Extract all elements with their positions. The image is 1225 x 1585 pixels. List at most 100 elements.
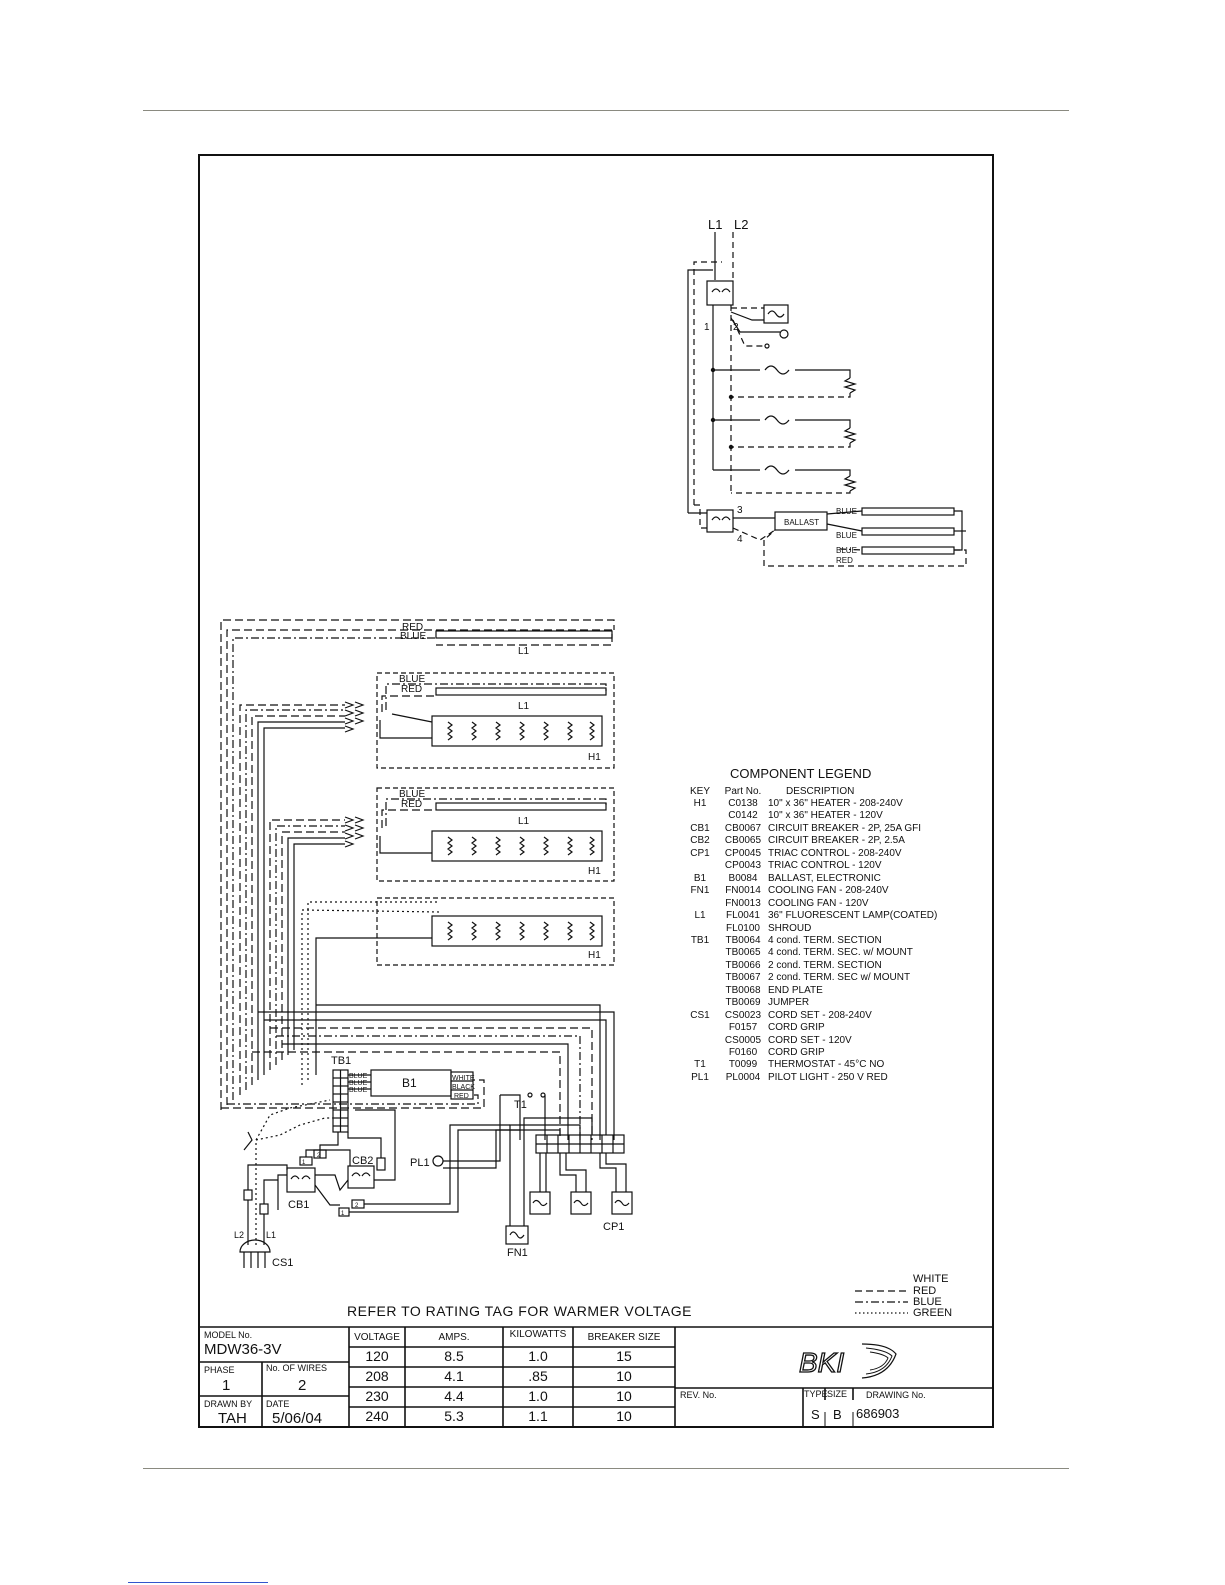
drawing-no-label: DRAWING No.: [866, 1390, 926, 1400]
wire-legend-green: GREEN: [913, 1307, 952, 1319]
legend-desc: END PLATE: [768, 984, 823, 996]
rating-cell: 10: [616, 1388, 632, 1404]
legend-header-part: Part No.: [724, 786, 762, 797]
legend-desc: TRIAC CONTROL - 120V: [768, 860, 882, 872]
rating-header-amps: AMPS.: [438, 1332, 470, 1343]
rating-cell: .85: [528, 1368, 548, 1384]
rating-cell: 4.1: [444, 1368, 464, 1384]
pl1-label: PL1: [410, 1157, 430, 1169]
legend-key: CB2: [690, 835, 710, 847]
pilot-light-pl1: [432, 1155, 444, 1167]
legend-desc: CIRCUIT BREAKER - 2P, 2.5A: [768, 835, 905, 847]
legend-part: C0138: [728, 798, 758, 809]
size-value: B: [833, 1407, 842, 1422]
b1-wire-black: BLACK: [452, 1084, 475, 1091]
top-breaker-cb2: [706, 509, 734, 533]
legend-part: FN0013: [725, 897, 761, 909]
heater-h1-module-3: [431, 915, 603, 947]
ballast-label: BALLAST: [784, 518, 819, 527]
legend-desc: TRIAC CONTROL - 208-240V: [768, 847, 902, 859]
wire-legend-red: RED: [913, 1285, 936, 1297]
phase-value: 1: [222, 1377, 231, 1394]
lamp-l1-module-1: [435, 687, 607, 696]
t1-label: T1: [514, 1099, 527, 1111]
legend-key: CS1: [690, 1009, 710, 1021]
cord-l2-label: L2: [234, 1230, 244, 1240]
top-lamp-1: [861, 507, 955, 516]
fan-fn1: [505, 1225, 529, 1245]
legend-part: TB0065: [725, 947, 761, 959]
legend-part: TB0067: [725, 972, 761, 984]
legend-desc: CORD SET - 208-240V: [768, 1009, 872, 1021]
top-wire-red: RED: [836, 556, 853, 565]
legend-part: CS0005: [724, 1034, 762, 1046]
triac-cp1-c: [611, 1191, 633, 1215]
module-2-blue-label: BLUE: [399, 789, 425, 800]
legend-key: T1: [694, 1059, 706, 1071]
legend-desc: CORD GRIP: [768, 1022, 825, 1034]
legend-key: B1: [693, 872, 707, 884]
bottom-wiring: [220, 619, 633, 1268]
b1-wire-white: WHITE: [452, 1075, 475, 1082]
module-3-heater-label: H1: [588, 950, 601, 961]
rating-header-voltage: VOLTAGE: [354, 1332, 400, 1343]
tb1-wire-blue-1: BLUE: [349, 1073, 368, 1080]
legend-key: H1: [693, 798, 707, 809]
legend-part: CP0045: [724, 847, 762, 859]
rating-cell: 15: [616, 1348, 632, 1364]
top-schematic: [687, 232, 967, 567]
bottom-rule: [143, 1468, 1069, 1469]
legend-desc: 2 cond. TERM. SECTION: [768, 959, 882, 971]
legend-key: PL1: [691, 1071, 709, 1083]
legend-key: TB1: [690, 934, 710, 946]
wires-label: No. OF WIRES: [266, 1363, 328, 1373]
legend-part: CS0023: [724, 1009, 762, 1021]
legend-part: PL0004: [725, 1071, 761, 1083]
lamp-wire-red-label: RED: [402, 622, 423, 633]
rating-cell: 240: [365, 1408, 389, 1424]
wire-legend-blue: BLUE: [913, 1296, 942, 1308]
tb1-label: TB1: [331, 1055, 351, 1067]
wires-value: 2: [298, 1377, 307, 1394]
top-wire-blue-2: BLUE: [836, 531, 857, 540]
lamp-l1-module-2: [435, 802, 607, 811]
rating-header-breaker: BREAKER SIZE: [587, 1332, 661, 1343]
drawing-frame: [198, 154, 994, 1428]
top-lamp-label: L1: [518, 646, 530, 657]
heater-module-1: [376, 672, 615, 769]
lamp-l1-top: [435, 630, 613, 639]
legend-desc: CORD GRIP: [768, 1047, 825, 1058]
b1-label: B1: [402, 1076, 417, 1090]
legend-part: TB0068: [725, 984, 761, 996]
title-block-grid: [200, 1326, 994, 1428]
node-2-label: 2: [733, 322, 739, 333]
cp1-label: CP1: [603, 1221, 624, 1233]
cord-l1-label: L1: [266, 1230, 276, 1240]
top-breaker-cb1: [706, 280, 734, 306]
drawing-no-value: 686903: [856, 1406, 900, 1421]
legend-part: FL0041: [726, 910, 760, 922]
top-ballast-box: [774, 511, 828, 531]
small-box-label-1: 1: [302, 1160, 306, 1166]
phase-label: PHASE: [204, 1365, 235, 1375]
wire-legend: WHITE RED BLUE GREEN: [855, 1273, 952, 1319]
supply-l2-label: L2: [734, 217, 748, 232]
legend-desc: CORD SET - 120V: [768, 1034, 852, 1046]
legend-desc: 10" x 36" HEATER - 120V: [768, 810, 883, 822]
node-4-label: 4: [737, 534, 743, 545]
circuit-breaker-cb1: [286, 1167, 316, 1193]
tb1-wire-blue-2: BLUE: [349, 1080, 368, 1087]
ballast-b1-leads: [450, 1071, 474, 1100]
rating-cell: 4.4: [444, 1388, 464, 1404]
legend-part: F0160: [728, 1047, 758, 1058]
rev-label: REV. No.: [680, 1390, 717, 1400]
module-2-red-label: RED: [401, 799, 422, 810]
size-label: SIZE: [827, 1389, 848, 1399]
top-rule: [143, 110, 1069, 111]
legend-desc: 36" FLUORESCENT LAMP(COATED): [768, 910, 938, 922]
module-2-lamp-label: L1: [518, 816, 530, 827]
legend-part: TB0069: [725, 997, 761, 1009]
legend-desc: COOLING FAN - 208-240V: [768, 885, 889, 897]
legend-key: CB1: [690, 822, 710, 834]
